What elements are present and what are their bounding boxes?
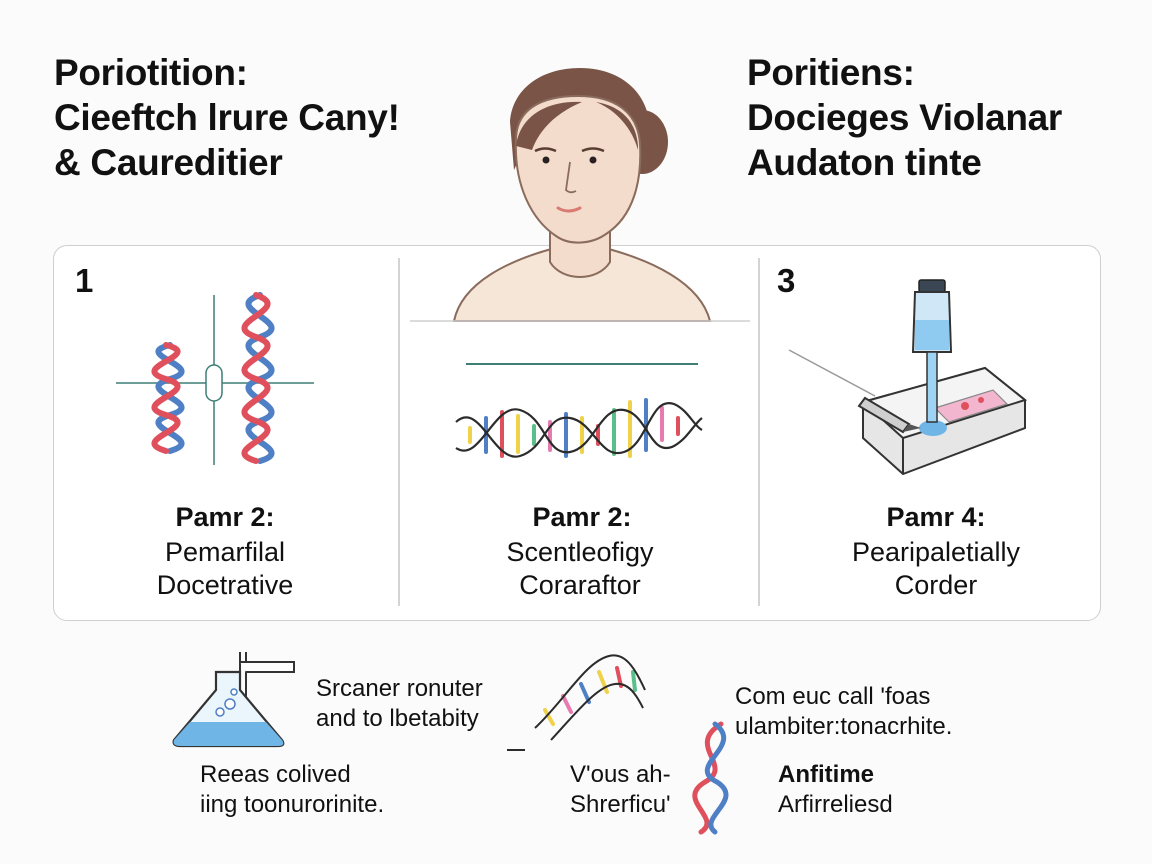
- bottom-dna-helix-icon: [507, 654, 729, 835]
- flask-note-line-2: iing toonurorinite.: [200, 791, 385, 818]
- panel-divider-2: [758, 258, 760, 606]
- right-heading-line-2: Docieges Violanar: [747, 97, 1063, 138]
- panel-2-subtitle: Scentleofigy Coraraftor: [420, 536, 740, 602]
- flask-caption-line-2: and to lbetabity: [316, 705, 479, 732]
- flask-icon: [172, 652, 295, 748]
- panel-2-subtitle-line-1: Scentleofigy: [506, 537, 654, 567]
- panel-1-title: Pamr 2:: [175, 502, 275, 532]
- right-title: Anfitime: [778, 761, 874, 788]
- panel-1-subtitle-line-1: Pemarfilal: [164, 537, 286, 567]
- panel-divider-1: [398, 258, 400, 606]
- center-caption-line-2: Shrerficu': [570, 791, 671, 818]
- center-caption-line-1: V'ous ah-: [570, 761, 671, 788]
- flask-note: Reeas colived iing toonurorinite.: [200, 760, 384, 820]
- flask-caption: Srcaner ronuter and to lbetabity: [316, 674, 483, 734]
- left-heading-line-3: & Caureditier: [54, 142, 283, 183]
- right-caption-line-1: Com euc call 'foas: [735, 683, 931, 710]
- panel-3-number: 3: [777, 262, 796, 299]
- panel-1-subtitle-line-2: Docetrative: [156, 570, 294, 600]
- flask-note-line-1: Reeas colived: [200, 761, 351, 788]
- lab-sample-slide-icon: [788, 279, 1028, 476]
- center-caption: V'ous ah- Shrerficu': [570, 760, 671, 820]
- right-caption: Com euc call 'foas ulambiter:tonacrhite.: [735, 682, 952, 742]
- right-caption-line-2: ulambiter:tonacrhite.: [735, 713, 953, 740]
- left-heading-line-2: Cieeftch lrure Cany!: [54, 97, 400, 138]
- flask-caption-line-1: Srcaner ronuter: [316, 675, 483, 702]
- dna-strand-icon: [455, 363, 703, 458]
- panel-3-subtitle: Pearipaletially Corder: [776, 536, 1096, 602]
- panel-3-title: Pamr 4:: [886, 502, 986, 532]
- panel-3-subtitle-line-1: Pearipaletially: [851, 537, 1021, 567]
- left-heading: Poriotition: Cieeftch lrure Cany! & Caur…: [54, 50, 400, 185]
- right-subtitle: Arfirreliesd: [778, 791, 893, 818]
- double-helix-pair-icon: [116, 292, 314, 465]
- right-caption-block: Anfitime Arfirreliesd: [778, 760, 893, 820]
- woman-portrait-illustration: [410, 68, 750, 322]
- panel-3-subtitle-line-2: Corder: [894, 570, 978, 600]
- panel-2-title: Pamr 2:: [532, 502, 632, 532]
- panel-1-subtitle: Pemarfilal Docetrative: [65, 536, 385, 602]
- panel-2-subtitle-line-2: Coraraftor: [519, 570, 641, 600]
- right-heading-line-3: Audaton tinte: [747, 142, 982, 183]
- left-heading-line-1: Poriotition:: [54, 52, 248, 93]
- right-heading-line-1: Poritiens:: [747, 52, 915, 93]
- panel-1-number: 1: [75, 262, 94, 299]
- right-heading: Poritiens: Docieges Violanar Audaton tin…: [747, 50, 1062, 185]
